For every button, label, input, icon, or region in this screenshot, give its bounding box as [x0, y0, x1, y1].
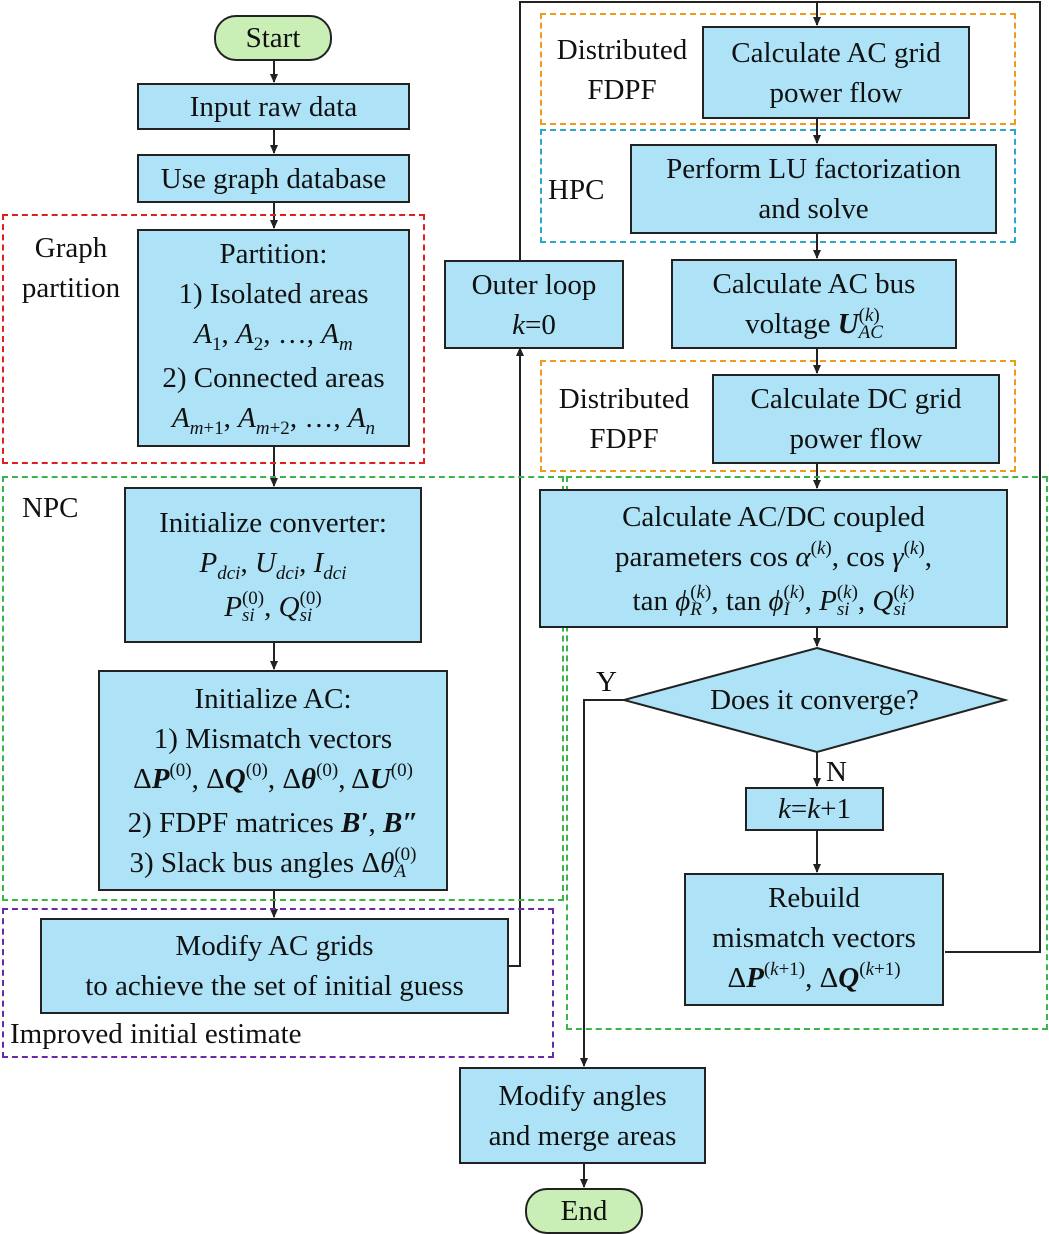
hpc-region	[540, 129, 1016, 243]
end-terminal: End	[525, 1188, 643, 1234]
merge-areas-box: Modify angles and merge areas	[459, 1067, 706, 1164]
npc-region-left	[2, 476, 564, 901]
ac-bus-voltage-box: Calculate AC bus voltage U(k)AC	[671, 259, 957, 349]
rebuild-mismatch-box: Rebuild mismatch vectors ΔP(k+1), ΔQ(k+1…	[684, 873, 944, 1006]
edge-modifyac-outerloop	[508, 347, 524, 967]
no-branch-label: N	[826, 756, 847, 788]
partition-box: Partition: 1) Isolated areas A1, A2, …, …	[137, 229, 410, 447]
converge-decision-label: Does it converge?	[710, 684, 919, 716]
npc-label: NPC	[22, 492, 79, 524]
rebuild-formula: ΔP(k+1), ΔQ(k+1)	[727, 958, 901, 994]
calc-ac-grid-flow-box: Calculate AC grid power flow	[702, 26, 970, 119]
coupled-line-3: tan ϕ(k)R, tan ϕ(k)I, P(k)si, Q(k)si	[632, 581, 915, 620]
fdpf-matrices-line: 2) FDPF matrices B′, B″	[127, 806, 419, 839]
k-increment-box: k=k+1	[745, 787, 884, 831]
calc-dc-grid-flow-box: Calculate DC grid power flow	[712, 374, 1000, 464]
distributed-fdpf-region-1	[540, 13, 1016, 125]
ac-dc-coupled-box: Calculate AC/DC coupled parameters cos α…	[539, 489, 1008, 628]
improved-estimate-label: Improved initial estimate	[10, 1018, 302, 1050]
outer-loop-init: k=0	[512, 308, 556, 341]
isolated-areas-formula: A1, A2, …, Am	[194, 318, 353, 355]
converter-initial-power: P(0)si, Q(0)si	[224, 588, 322, 627]
bus-voltage-line: voltage U(k)AC	[745, 305, 883, 344]
converge-diamond	[620, 646, 1009, 754]
distributed-fdpf-region-2	[540, 360, 1016, 472]
edge-converge-merge	[580, 699, 624, 1067]
input-raw-data-box: Input raw data	[137, 83, 410, 130]
modify-ac-grids-box: Modify AC grids to achieve the set of in…	[40, 918, 509, 1014]
init-converter-box: Initialize converter: Pdci, Udci, Idci P…	[124, 487, 422, 643]
converter-dc-variables: Pdci, Udci, Idci	[199, 547, 347, 584]
yes-branch-label: Y	[596, 666, 617, 698]
slack-angles-line: 3) Slack bus angles Δθ(0)A	[129, 843, 417, 882]
mismatch-vectors-formula: ΔP(0), ΔQ(0), Δθ(0), ΔU(0)	[133, 759, 413, 795]
graph-database-box: Use graph database	[137, 154, 410, 203]
init-ac-box: Initialize AC: 1) Mismatch vectors ΔP(0)…	[98, 670, 448, 891]
lu-factorization-box: Perform LU factorization and solve	[630, 144, 997, 234]
connected-areas-formula: Am+1, Am+2, …, An	[171, 402, 376, 439]
outer-loop-box: Outer loop k=0	[444, 260, 624, 349]
hpc-label: HPC	[548, 174, 605, 206]
start-terminal: Start	[214, 15, 332, 61]
npc-region-right	[566, 476, 1048, 1030]
graph-partition-region	[2, 214, 425, 464]
improved-estimate-region	[2, 908, 554, 1058]
coupled-line-2: parameters cos α(k), cos γ(k),	[615, 537, 932, 573]
